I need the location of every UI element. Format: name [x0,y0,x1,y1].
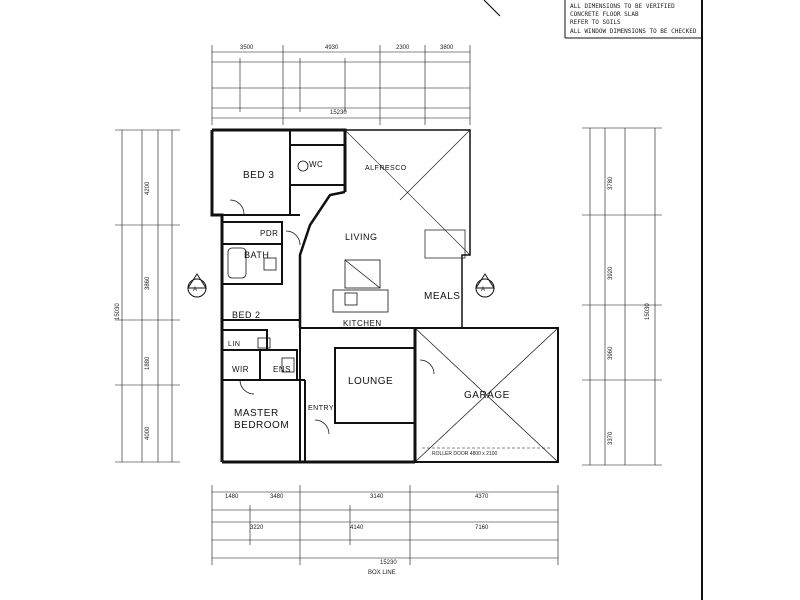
garage-outline [414,327,559,463]
bottom-dim-total: 15230 [380,560,397,566]
bottom-dim-7: 7160 [475,525,489,531]
top-dim-3: 2300 [396,45,410,51]
fixtures [227,160,435,435]
sink-icon [344,292,358,306]
alfresco-meals-outline [298,129,471,329]
alfresco-roof-hip [399,129,471,201]
room-labels: BED 3 WC ALFRESCO PDR LIVING BATH MEALS … [193,160,510,431]
room-powder: PDR [260,229,278,238]
left-dim-3: 1880 [145,356,151,370]
bottom-box-line-label: BOX LINE [368,570,396,576]
note-line-2: CONCRETE FLOOR SLAB [570,11,639,18]
room-living: LIVING [345,232,378,242]
door-swing [239,379,255,395]
room-alfresco: ALFRESCO [365,165,407,172]
kitchen-island [332,289,389,313]
bathtub-icon [227,247,247,279]
bath-walls [221,243,283,285]
door-swing [229,199,245,215]
top-dim-2: 4930 [325,45,339,51]
room-entry: ENTRY [308,405,334,412]
vanity-icon [257,337,271,349]
top-dimension-lines [211,45,471,125]
section-arrow-left [187,273,207,289]
living-wall [298,190,346,328]
north-arrow [483,0,501,17]
lounge-walls [334,347,416,424]
room-ens: ENS [273,365,291,374]
right-dim-3: 3960 [608,346,614,360]
section-letter-left: A [193,287,198,293]
room-meals: MEALS [424,291,460,302]
left-dim-1: 4200 [145,181,151,195]
right-dim-1: 3780 [608,176,614,190]
room-kitchen: KITCHEN [343,319,382,328]
door-swing [314,419,330,435]
note-line-3: REFER TO SOILS [570,19,621,26]
room-master-line2: BEDROOM [234,420,289,431]
room-bed3: BED 3 [243,170,274,181]
bottom-dim-5: 3220 [250,525,264,531]
note-line-1: ALL DIMENSIONS TO BE VERIFIED [570,3,675,10]
room-wir: WIR [232,365,249,374]
top-dim-1: 3500 [240,45,254,51]
section-arrow-right [475,273,495,289]
top-dim-4: 3800 [440,45,454,51]
left-dim-total: 15030 [115,303,121,320]
wall-north-bedroom [212,128,347,192]
right-dim-total: 15030 [645,303,651,320]
meals-window [424,229,466,259]
pantry-mark [344,259,381,289]
room-master-line1: MASTER [234,408,279,419]
bottom-dim-1: 1480 [225,494,239,500]
bottom-dim-3: 3140 [370,494,384,500]
door-swing [419,359,435,375]
toilet-icon [297,160,309,172]
pantry [344,259,381,289]
garage-door-caption: ROLLER DOOR 4800 x 2100 [432,451,498,457]
room-linen: LIN [228,341,240,348]
left-dimension-lines [115,129,180,463]
room-bed2: BED 2 [232,310,261,320]
bottom-dim-6: 4140 [350,525,364,531]
left-dim-4: 4000 [145,426,151,440]
top-dim-total: 15230 [330,110,347,116]
room-lounge: LOUNGE [348,376,393,387]
bottom-dimension-lines [211,485,559,565]
shower-icon [281,357,295,373]
right-dim-2: 3920 [608,266,614,280]
note-line-4: ALL WINDOW DIMENSIONS TO BE CHECKED [570,28,697,35]
door-swing [285,230,301,246]
room-wc: WC [309,160,323,169]
wc-walls [289,144,346,186]
left-dim-2: 3860 [145,276,151,290]
section-letter-right: A [481,287,486,293]
room-bath: BATH [244,250,269,260]
bottom-dim-4: 4370 [475,494,489,500]
basin-icon [263,257,277,271]
wall-west [210,130,224,462]
garage-roof-hip [414,327,559,463]
bottom-dim-2: 3480 [270,494,284,500]
internal-walls [221,130,416,462]
sheet-frame [483,0,703,600]
right-dimension-lines [582,127,662,466]
room-garage: GARAGE [464,390,510,401]
right-dim-4: 3370 [608,431,614,445]
section-markers [187,273,495,298]
